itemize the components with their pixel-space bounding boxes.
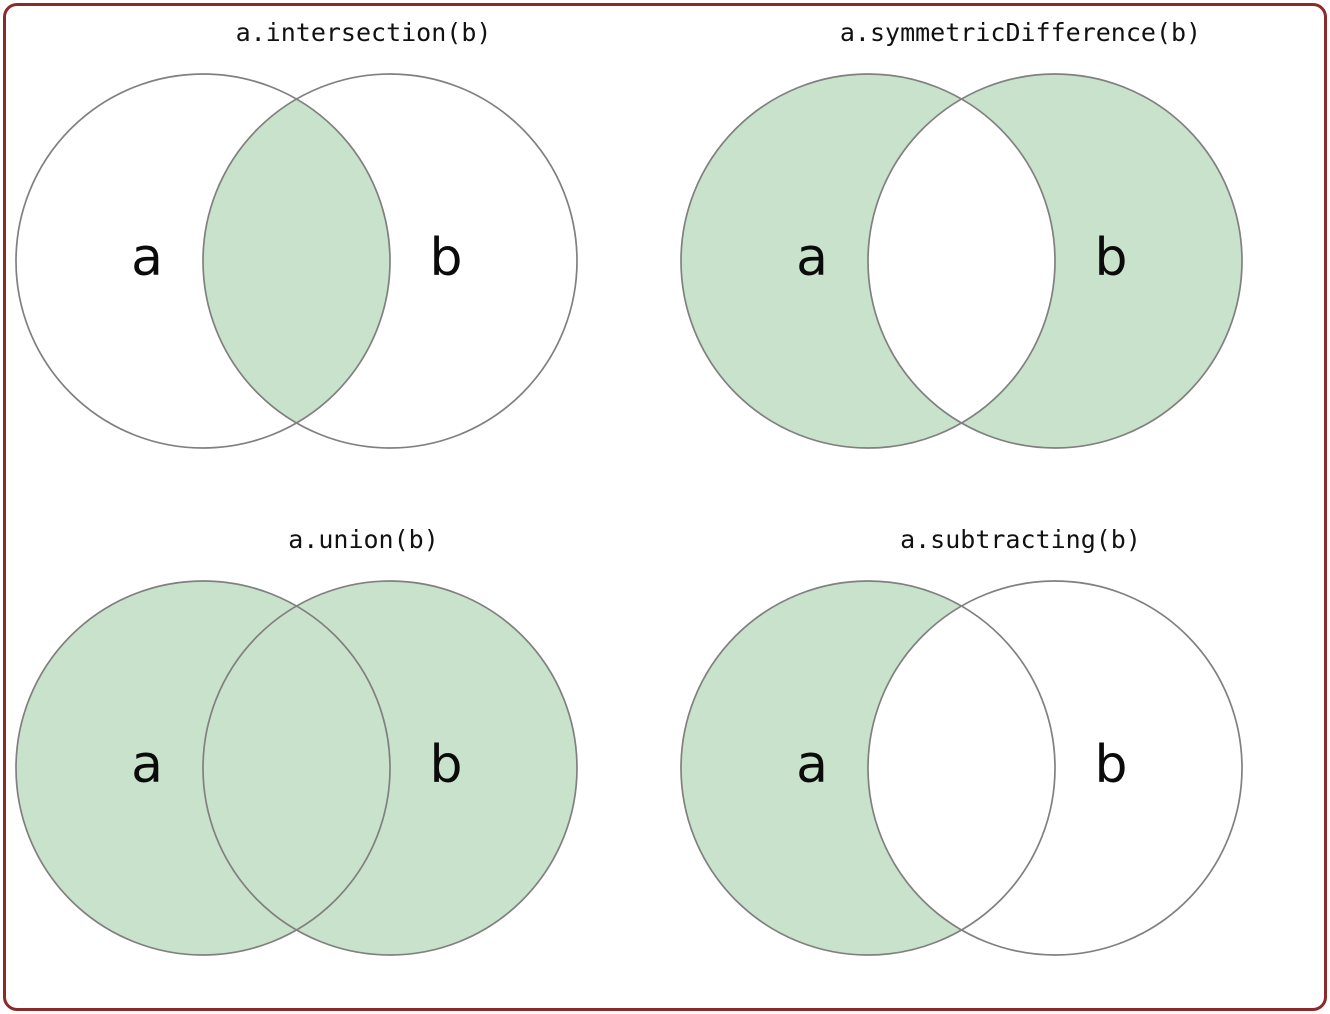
panel-title-subtracting: a.subtracting(b) <box>900 525 1141 554</box>
region-a-and-b <box>203 74 390 448</box>
set-label-a: a <box>131 228 163 288</box>
set-label-b: b <box>429 735 462 795</box>
set-label-a: a <box>796 228 828 288</box>
venn-diagram-union: a b <box>15 580 578 956</box>
venn-diagram-symmetric-difference: a b <box>680 73 1243 449</box>
circle-a-outline <box>15 580 391 956</box>
panel-title-intersection: a.intersection(b) <box>235 18 492 47</box>
panel-title-symmetric-difference: a.symmetricDifference(b) <box>839 18 1202 47</box>
panel-title-union: a.union(b) <box>288 525 439 554</box>
venn-diagram-subtracting: a b <box>680 580 1243 956</box>
venn-panel-subtracting: a.subtracting(b) a b <box>665 507 1330 1014</box>
set-label-a: a <box>796 735 828 795</box>
circle-b-outline <box>867 73 1243 449</box>
venn-panel-union: a.union(b) a b <box>0 507 665 1014</box>
circle-a-outline <box>680 73 1056 449</box>
set-label-a: a <box>131 735 163 795</box>
set-label-b: b <box>1094 228 1127 288</box>
venn-panel-symmetric-difference: a.symmetricDifference(b) <box>665 0 1330 507</box>
circle-a-outline <box>15 73 391 449</box>
venn-diagram-intersection: a b <box>15 73 578 449</box>
circle-b-outline <box>202 73 578 449</box>
venn-panel-intersection: a.intersection(b) a b <box>0 0 665 507</box>
circle-b-outline <box>202 580 578 956</box>
set-label-b: b <box>429 228 462 288</box>
circle-b-outline <box>867 580 1243 956</box>
circle-a-outline <box>680 580 1056 956</box>
set-label-b: b <box>1094 735 1127 795</box>
